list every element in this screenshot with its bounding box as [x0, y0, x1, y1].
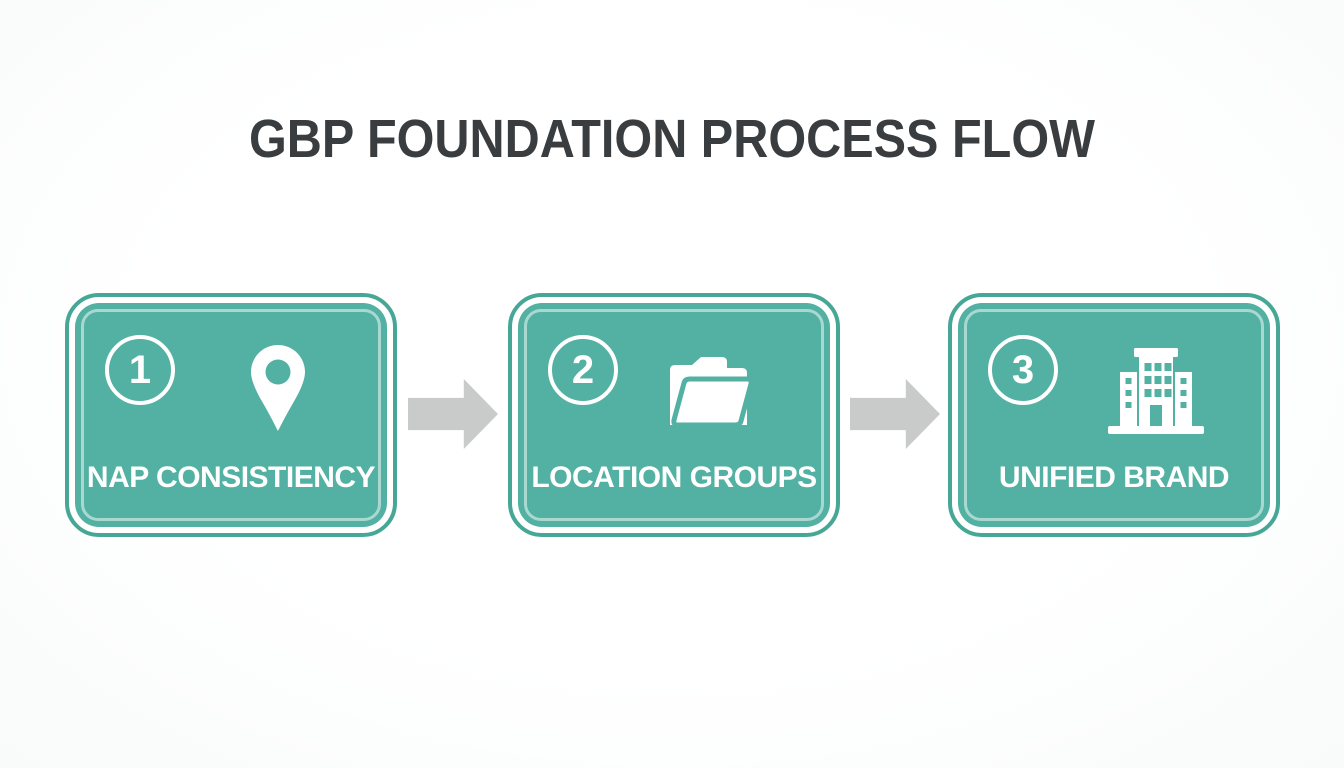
step-1-number: 1 [128, 347, 152, 392]
building-icon [1108, 341, 1204, 435]
right-arrow-icon [850, 379, 940, 449]
right-arrow-icon [408, 379, 498, 449]
map-pin-icon [251, 345, 305, 431]
step-card-nap-consistency: 1 NAP CONSISTIENCY [65, 293, 397, 537]
step-card-2-body: 2 LOCATION GROUPS [518, 303, 830, 527]
step-card-1-body: 1 NAP CONSISTIENCY [75, 303, 387, 527]
step-3-label: UNIFIED BRAND [998, 461, 1230, 494]
page-title: GBP FOUNDATION PROCESS FLOW [0, 109, 1344, 169]
step-2-label: LOCATION GROUPS [531, 461, 817, 494]
step-card-location-groups: 2 LOCATION GROUPS [508, 293, 840, 537]
step-3-number-badge: 3 [988, 335, 1058, 405]
step-card-3-body: 3 [958, 303, 1270, 527]
step-2-number: 2 [571, 347, 595, 392]
step-1-number-badge: 1 [105, 335, 175, 405]
step-3-number: 3 [1011, 347, 1035, 392]
step-card-unified-brand: 3 [948, 293, 1280, 537]
step-2-number-badge: 2 [548, 335, 618, 405]
step-1-label: NAP CONSISTIENCY [86, 461, 376, 494]
folder-icon [666, 353, 756, 429]
page-title-text: GBP FOUNDATION PROCESS FLOW [248, 109, 1096, 169]
